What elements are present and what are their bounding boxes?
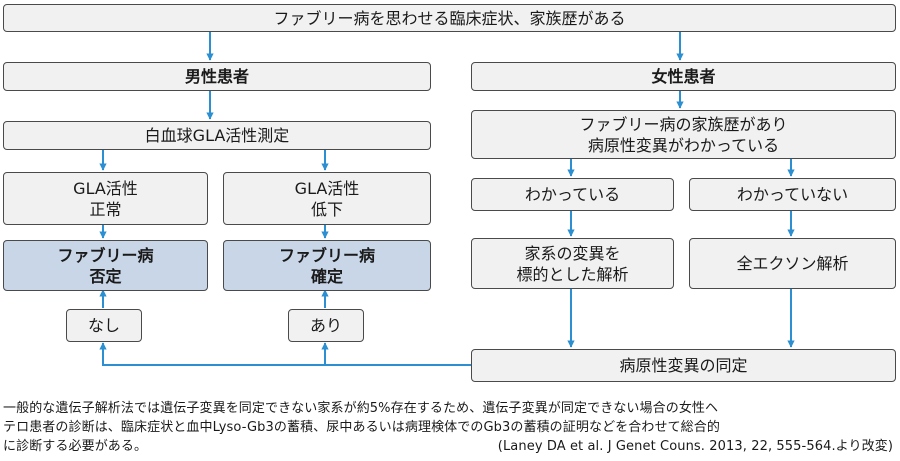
footnote-line-3: に診断する必要がある。 (Laney DA et al. J Genet Cou… [3, 437, 899, 456]
box-fabry-denied: ファブリー病 否定 [3, 240, 208, 291]
box-variant-known: わかっている [471, 178, 674, 211]
box-pathogenic-variant-identification: 病原性変異の同定 [471, 349, 896, 382]
footnote-line-2: テロ患者の診断は、臨床症状と血中Lyso-Gb3の蓄積、尿中あるいは病理検体での… [3, 420, 720, 435]
footnote-citation: (Laney DA et al. J Genet Couns. 2013, 22… [497, 439, 893, 454]
box-all-exon-analysis: 全エクソン解析 [689, 238, 896, 289]
footnote-line-1: 一般的な遺伝子解析法では遺伝子変異を同定できない家系が約5%存在するため、遺伝子… [3, 401, 719, 416]
box-mutation-present: あり [288, 309, 364, 342]
footnote-line-3-text: に診断する必要がある。 [3, 439, 148, 454]
box-targeted-family-analysis: 家系の変異を 標的とした解析 [471, 238, 674, 289]
box-variant-unknown: わかっていない [689, 178, 896, 211]
connector-identification-to-none [99, 342, 474, 366]
flow-arrows [99, 31, 795, 366]
footnote: 一般的な遺伝子解析法では遺伝子変異を同定できない家系が約5%存在するため、遺伝子… [3, 399, 899, 456]
box-gla-low: GLA活性 低下 [223, 172, 431, 225]
box-male-patient: 男性患者 [3, 62, 431, 91]
box-gla-normal: GLA活性 正常 [3, 172, 208, 225]
box-female-patient: 女性患者 [471, 62, 896, 91]
box-fabry-confirmed: ファブリー病 確定 [223, 240, 431, 291]
box-gla-activity-test: 白血球GLA活性測定 [3, 121, 431, 150]
box-mutation-none: なし [66, 309, 142, 342]
box-top-symptoms: ファブリー病を思わせる臨床症状、家族歴がある [3, 4, 896, 32]
box-family-history-known-variant: ファブリー病の家族歴があり 病原性変異がわかっている [471, 110, 896, 159]
